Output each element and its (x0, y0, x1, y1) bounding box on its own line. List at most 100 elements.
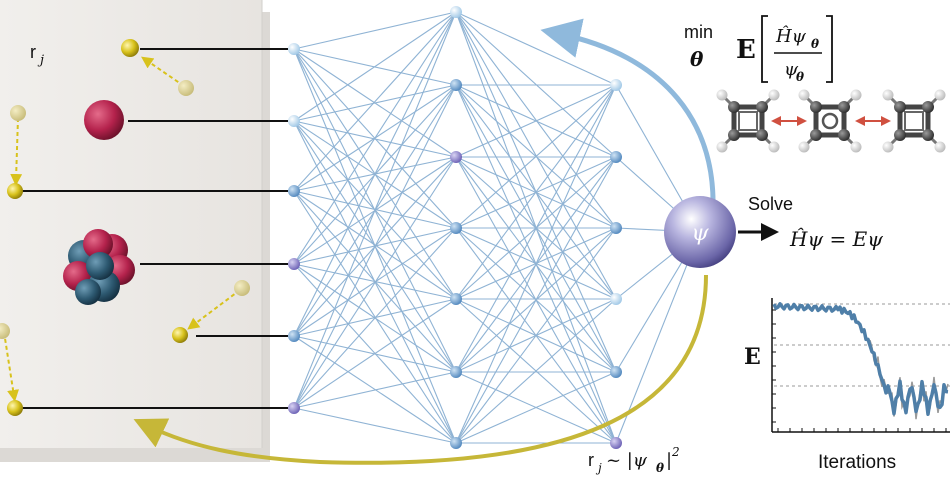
network-edge (293, 11, 457, 122)
network-edge (455, 11, 617, 300)
network-edge (293, 11, 457, 265)
loss-formula: min θ E Ĥψ θ ψ θ (684, 15, 833, 84)
network-edge (293, 156, 457, 409)
plot-x-label: Iterations (818, 452, 896, 473)
network-edge (455, 227, 617, 444)
sampling-r: r (588, 450, 594, 470)
network-edge (293, 407, 457, 444)
network-edge (293, 11, 457, 337)
network-edge (293, 11, 457, 192)
solve-label: Solve (748, 194, 793, 214)
plot-ticks (772, 309, 947, 432)
electron-previous-icon (234, 280, 250, 296)
sampling-rest: ~ |ψ (606, 450, 648, 471)
cyclobutadiene-icon (716, 89, 780, 153)
denominator-label: ψ (784, 59, 799, 80)
sampling-formula: r j ~ |ψ θ | 2 (588, 445, 680, 475)
network-edge (455, 84, 617, 158)
network-edge (293, 11, 457, 50)
network-node (450, 366, 462, 378)
displacement-arrow-3 (187, 289, 241, 330)
numerator-theta: θ (811, 37, 819, 51)
network-edge (455, 84, 617, 373)
rj-label-r: r (30, 42, 36, 62)
network-node (610, 79, 622, 91)
bracket-left (761, 15, 768, 83)
expectation-e-label: E (736, 35, 756, 65)
network-node (610, 151, 622, 163)
displacement-arrow-2 (10, 117, 23, 186)
network-edge (615, 231, 701, 444)
rj-label: r j (30, 42, 44, 68)
rj-label-sub: j (37, 53, 44, 68)
network-node (450, 79, 462, 91)
displacement-arrow-1 (141, 56, 185, 87)
network-nodes (288, 6, 622, 449)
min-theta-label: θ (690, 47, 704, 71)
electron-previous-icon (0, 323, 10, 339)
network-edge (293, 298, 457, 409)
network-edge (455, 298, 617, 444)
network-edges (293, 11, 701, 444)
electron-previous-icon (178, 80, 194, 96)
electron-icon (172, 327, 188, 343)
displacement-arrow-4 (3, 331, 20, 402)
network-edge (293, 227, 457, 409)
network-node (450, 222, 462, 234)
network-node (610, 366, 622, 378)
sampling-theta: θ (656, 461, 664, 475)
network-node (288, 258, 300, 270)
sampling-sub: j (595, 461, 602, 475)
network-node (288, 115, 300, 127)
cyclobutadiene-icon (716, 89, 946, 153)
bracket-right (826, 15, 833, 83)
optimization-arrow (540, 18, 716, 226)
network-edge (455, 156, 617, 444)
network-node (450, 293, 462, 305)
network-edge (293, 11, 457, 409)
electron-icon (7, 400, 23, 416)
energy-plot: E Iterations (744, 298, 950, 473)
denominator-theta: θ (796, 70, 804, 84)
network-edge (293, 84, 457, 122)
network-node (288, 43, 300, 55)
particles (0, 39, 250, 416)
electron-previous-icon (10, 105, 26, 121)
psi-sphere-icon: ψ (664, 196, 736, 268)
cyclobutadiene-icon (798, 89, 862, 153)
energy-curve (772, 302, 949, 417)
min-label: min (684, 22, 713, 42)
network-node (610, 222, 622, 234)
numerator-label: Ĥψ (775, 24, 807, 47)
network-edge (455, 84, 617, 444)
network-node (450, 151, 462, 163)
network-edge (293, 84, 457, 409)
network-node (288, 185, 300, 197)
network-edge (455, 11, 617, 86)
network-node (288, 330, 300, 342)
network-edge (455, 371, 617, 444)
sampling-end: | (666, 450, 672, 471)
sampling-arrow (133, 274, 708, 465)
input-connectors (22, 48, 288, 409)
network-node (610, 293, 622, 305)
plot-y-label: E (744, 344, 761, 370)
network-node (288, 402, 300, 414)
network-node (450, 6, 462, 18)
particle-panel (0, 0, 270, 462)
proton-icon (84, 100, 124, 140)
network-node (610, 437, 622, 449)
nucleus-icon (63, 229, 135, 305)
sampling-pow: 2 (671, 445, 680, 459)
psi-node-label: ψ (691, 221, 709, 246)
network-edge (293, 371, 457, 409)
network-node (450, 437, 462, 449)
network-edge (455, 84, 617, 229)
electron-icon (7, 183, 23, 199)
cyclobutadiene-icon (882, 89, 946, 153)
network-edge (293, 190, 457, 300)
schrodinger-equation: Ĥψ = Eψ (789, 227, 883, 251)
electron-icon (121, 39, 139, 57)
